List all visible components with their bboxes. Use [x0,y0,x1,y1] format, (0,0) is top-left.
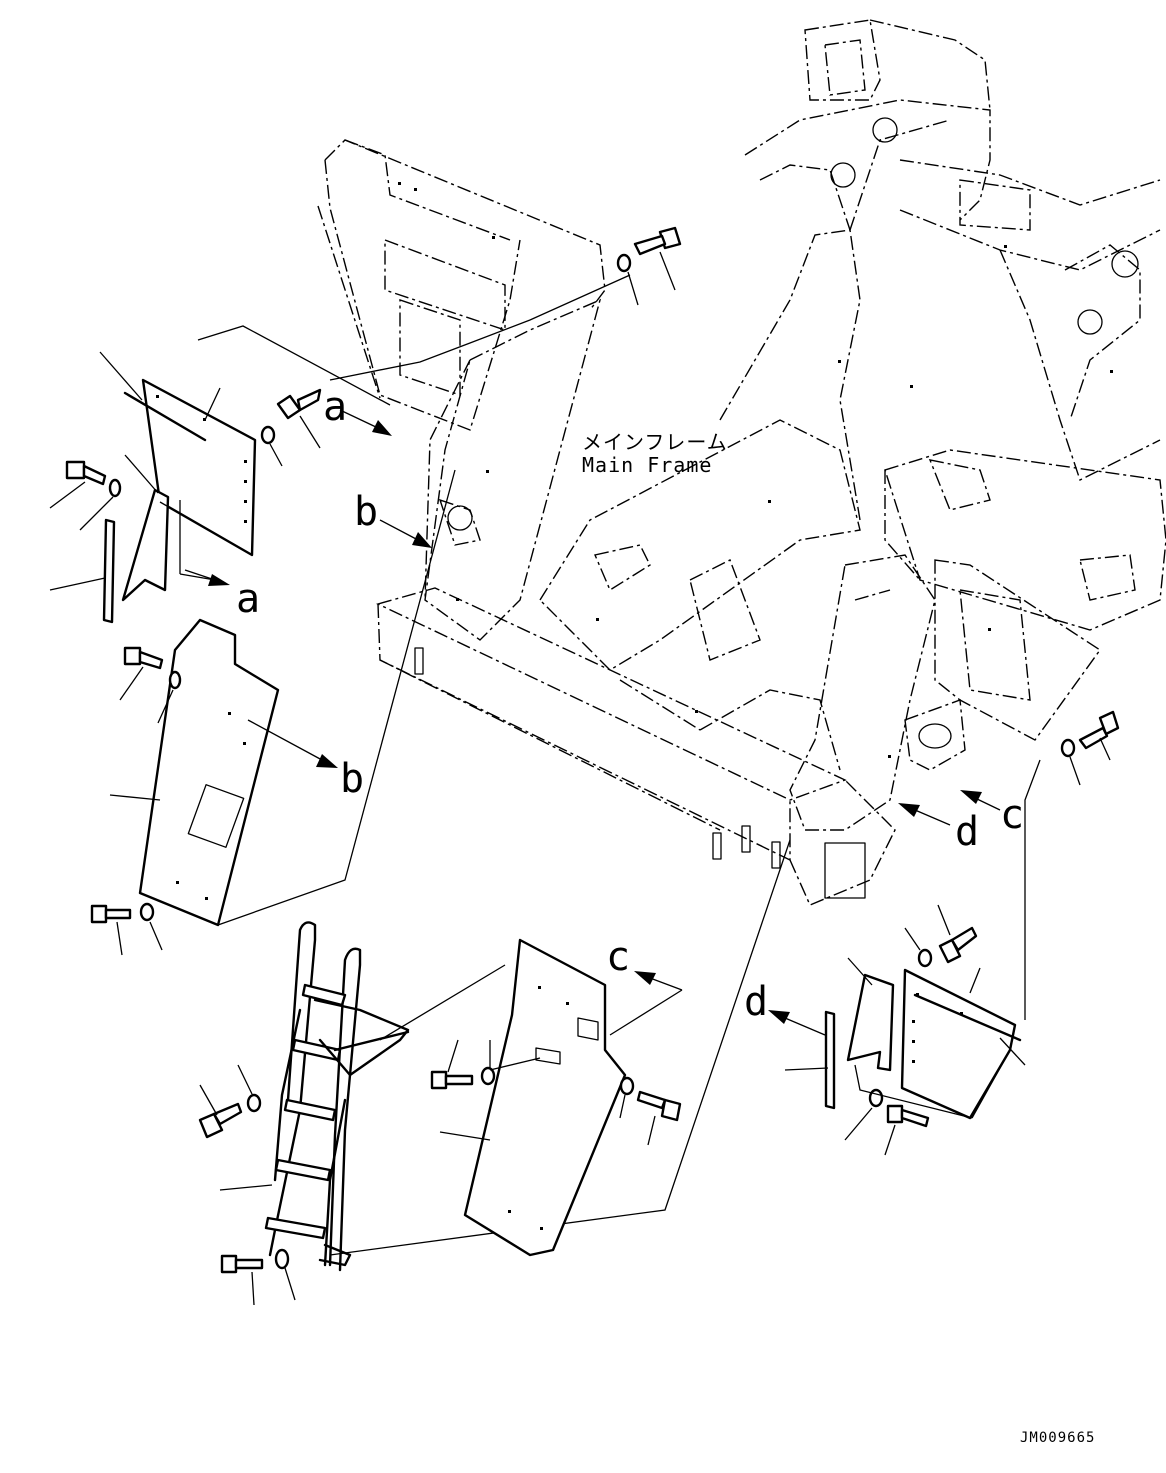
arrow-d-frame [898,803,951,826]
washer-icon [1060,738,1076,758]
bolt-a-top-assembly [616,226,682,306]
view-letter-a-plate: a [236,576,260,622]
bolt-icon [430,1070,474,1090]
bolt-icon [633,226,682,256]
view-letter-c-plate: c [606,934,630,980]
strip-a [102,518,116,624]
bolt-icon [636,1090,682,1122]
cover-plate-c-assembly [430,938,683,1257]
ladder-step [264,1216,327,1240]
arrow-c-plate [634,971,683,991]
washer-icon [246,1093,262,1113]
arrow-a-plate [184,569,230,586]
view-letter-c-frame: c [1000,792,1024,838]
bolt-icon [886,1104,930,1128]
bolt-c-assembly [1060,710,1120,786]
ladder-left-rail [268,921,317,1257]
washer-icon [260,425,276,445]
cover-plate-b-assembly [90,469,456,956]
view-letter-b-frame: b [354,489,378,535]
washer-icon [274,1248,290,1270]
bracket-d [846,973,895,1072]
arrow-b-frame [379,519,432,548]
cover-plate-c [463,938,627,1257]
frame-holes [398,182,1113,758]
washer-icon [168,670,182,690]
bolt-icon [220,1254,264,1274]
washer-icon [868,1088,884,1108]
view-letter-d-plate: d [744,979,768,1025]
bolt-icon [198,1102,243,1139]
washer-icon [616,253,632,273]
bolt-icon [90,904,132,924]
arrow-d-plate [768,1010,826,1036]
cover-plate-a-assembly [49,274,631,624]
bolt-icon [938,926,978,964]
cover-plate-d-assembly [784,759,1041,1156]
view-letter-labels: a a b b c c d d [236,384,1024,1025]
frame-label-english: Main Frame [582,453,712,477]
bolt-icon [65,460,107,486]
frame-label-japanese: メインフレーム [582,430,728,454]
washer-icon [619,1076,635,1096]
view-arrows [184,409,1001,1036]
arrow-a-frame [339,409,392,436]
bracket-a [121,488,170,602]
bolt-icon [1078,710,1120,750]
view-letter-a-frame: a [323,384,347,430]
main-frame-phantom [317,19,1166,906]
washer-icon [480,1066,496,1086]
view-letter-d-frame: d [955,809,979,855]
bolt-icon [276,388,322,420]
view-letter-b-plate: b [340,756,364,802]
ladder-right-rail [328,947,362,1272]
ladder-step [291,1038,342,1062]
washer-icon [917,948,933,968]
cover-plate-d [900,968,1017,1120]
bolt-icon [123,646,164,670]
strip-d [824,1010,836,1110]
ladder-assembly [198,839,791,1306]
arrow-b-plate [247,719,338,768]
ladder-step [283,1098,337,1122]
ladder-step [274,1158,332,1182]
ladder-steps [264,983,347,1240]
cover-plate-b [138,618,280,927]
drawing-code: JM009665 [1020,1430,1095,1446]
washer-icon [139,902,155,922]
arrow-c-frame [960,790,1001,811]
washer-icon [108,478,122,498]
